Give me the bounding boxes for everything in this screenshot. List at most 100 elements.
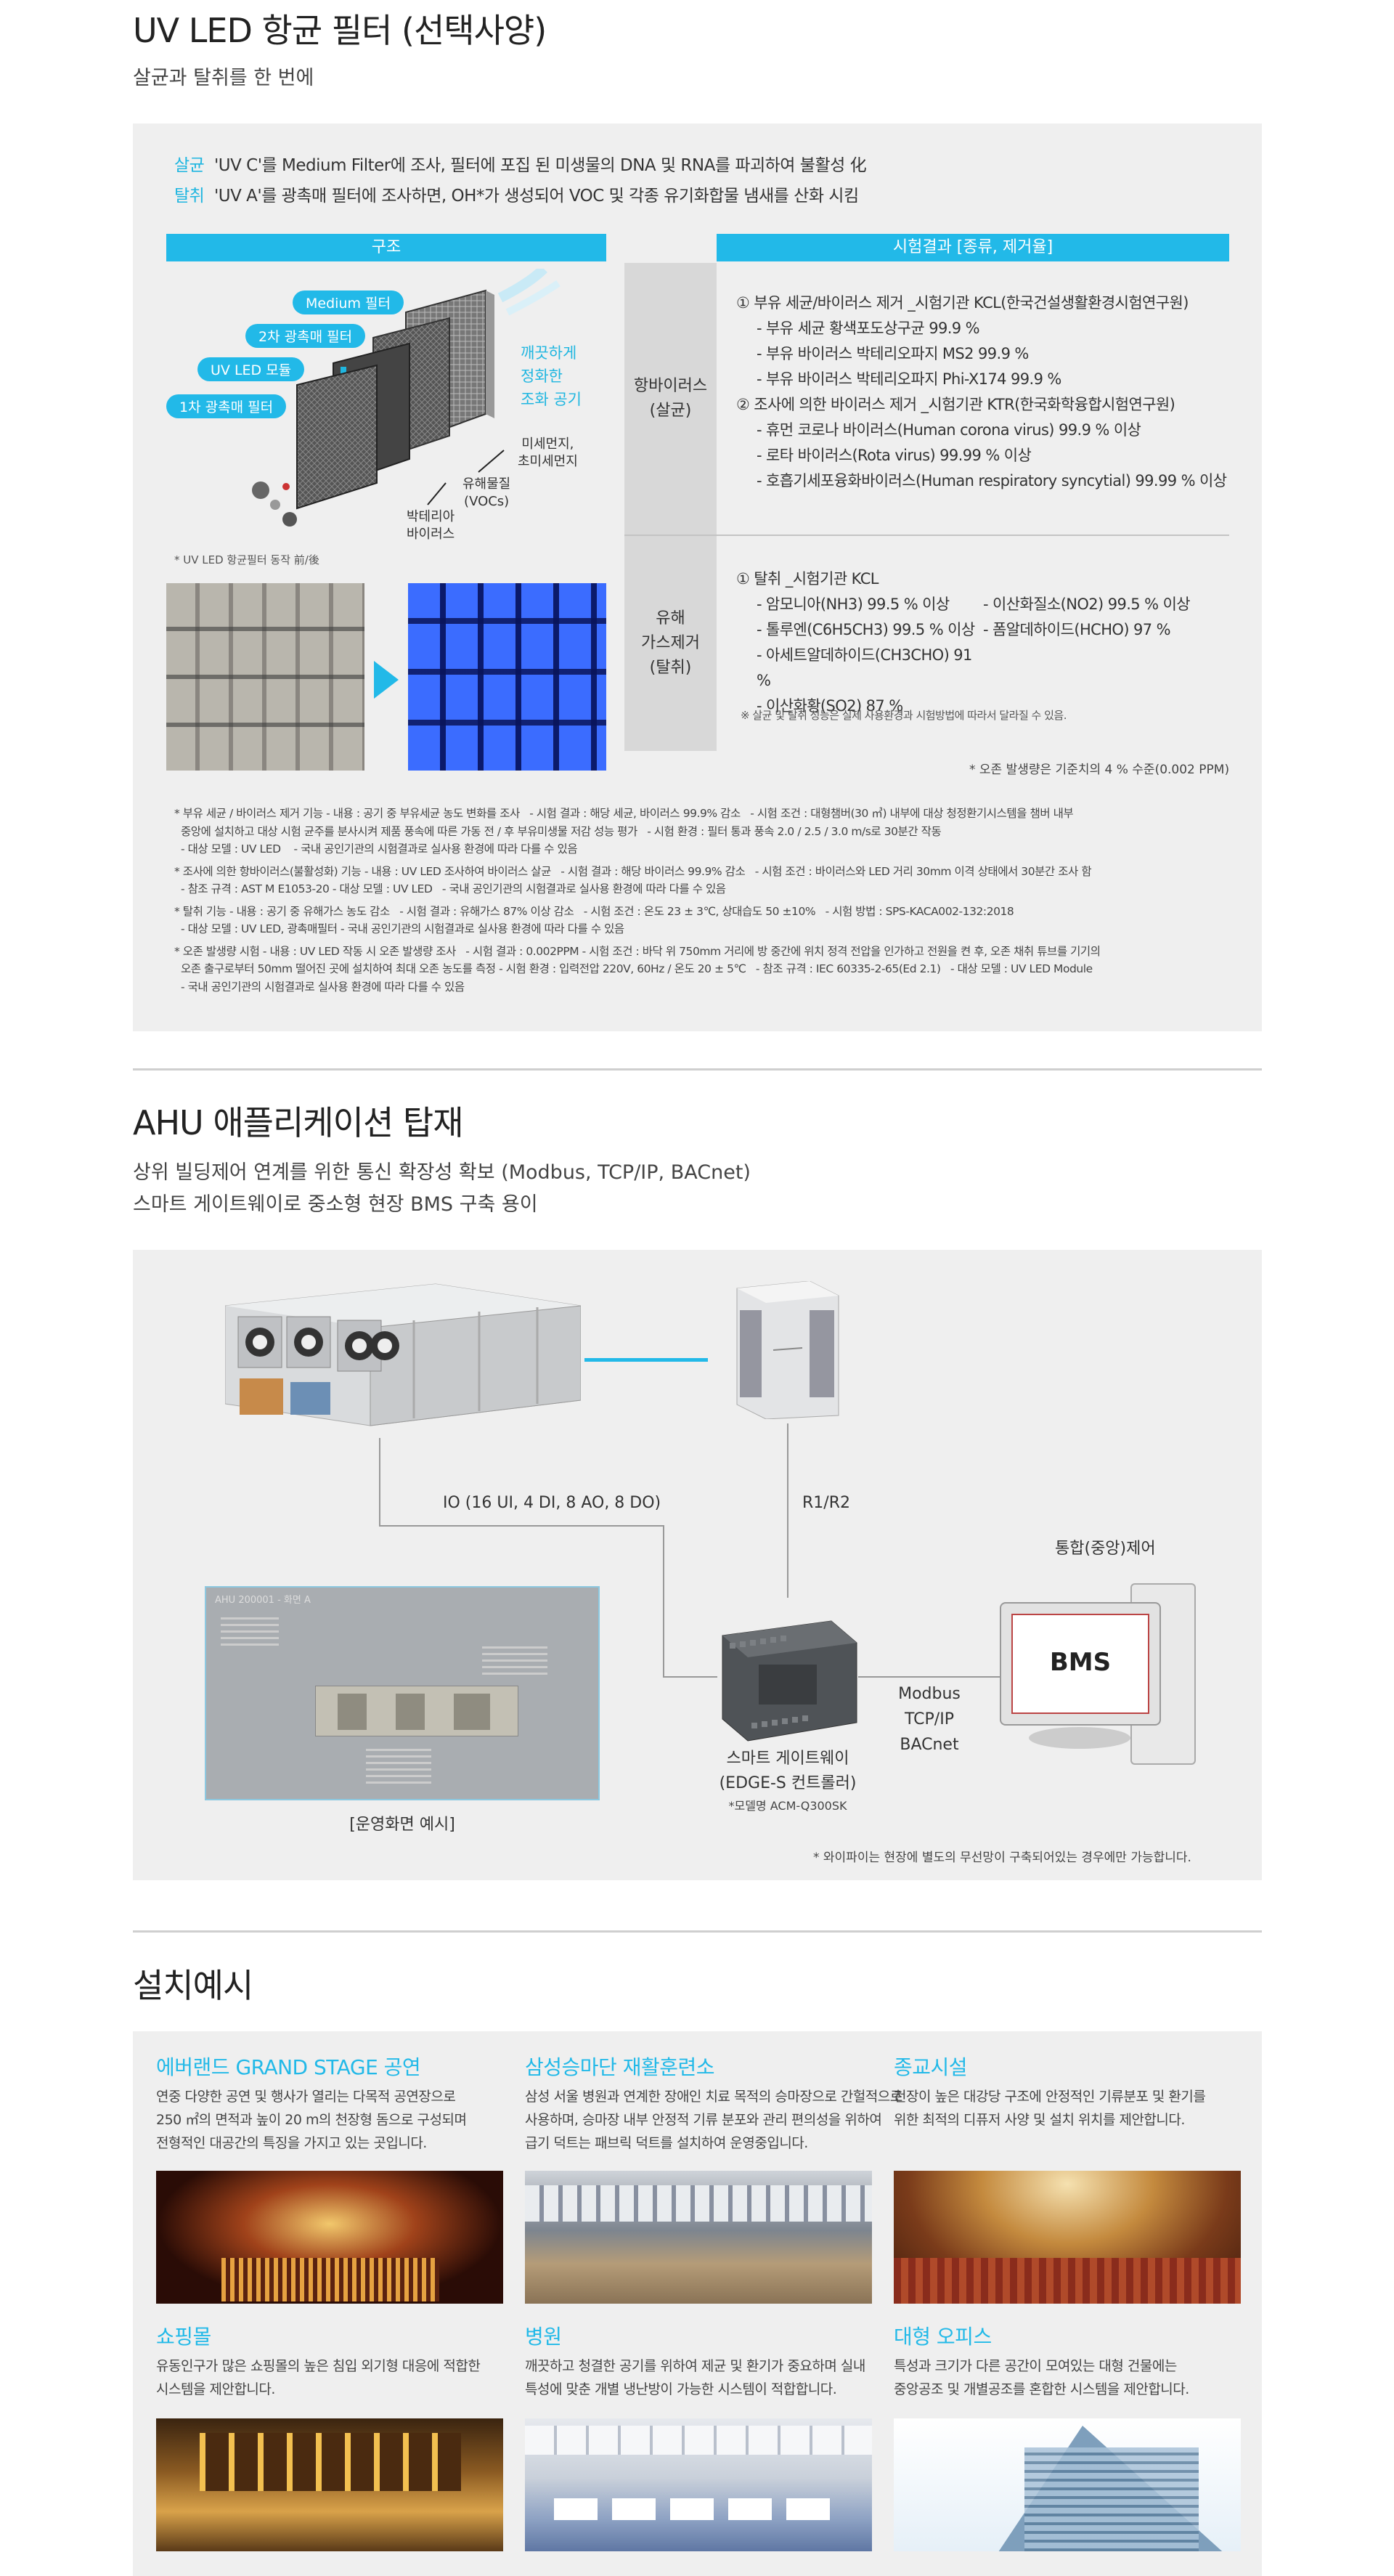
result-line: - 이산화황(SO2) 87 % xyxy=(757,697,903,715)
r-label: R1/R2 xyxy=(802,1494,850,1512)
result-line: - 호흡기세포융화바이러스(Human respiratory syncytia… xyxy=(757,472,1227,489)
install-photo-everland xyxy=(156,2171,503,2304)
result-line: - 톨루엔(C6H5CH3) 99.5 % 이상 xyxy=(757,621,975,638)
monitor-stand xyxy=(1029,1727,1130,1749)
io-line xyxy=(379,1525,664,1527)
install-text-office: 특성과 크기가 다른 공간이 모여있는 대형 건물에는 중앙공조 및 개별공조를… xyxy=(894,2358,1189,2397)
antivirus-row-label: 항바이러스 (살균) xyxy=(624,263,717,535)
deodorize-text: 'UV A'를 광촉매 필터에 조사하면, OH*가 생성되어 VOC 및 각종… xyxy=(213,187,859,206)
uv-led-module-label: UV LED 모듈 xyxy=(197,357,305,381)
install-text-shopping: 유동인구가 많은 쇼핑몰의 높은 침입 외기형 대응에 적합한 시스템을 제안합… xyxy=(156,2358,481,2397)
footnote-line: 오존 출구로부터 50mm 떨어진 곳에 설치하여 최대 오존 농도를 측정 -… xyxy=(174,962,1093,975)
footnote-line: * 탈취 기능 - 내용 : 공기 중 유해가스 농도 감소 - 시험 결과 :… xyxy=(174,904,1014,918)
voc-label: 유해물질 (VOCs) xyxy=(462,476,511,509)
io-line xyxy=(663,1676,717,1678)
install-photo-hospital xyxy=(525,2418,872,2551)
result-line: - 이산화질소(NO2) 99.5 % 이상 xyxy=(983,596,1191,613)
footnote-line: 중앙에 설치하고 대상 시험 균주를 분사시켜 제품 풍속에 따른 가동 전 /… xyxy=(174,824,942,838)
install-title-office: 대형 오피스 xyxy=(894,2325,992,2349)
deodorize-key: 탈취 xyxy=(174,187,205,206)
io-line xyxy=(379,1438,380,1525)
result-line: - 폼알데하이드(HCHO) 97 % xyxy=(983,621,1171,638)
footnote-line: - 대상 모델 : UV LED, 광촉매필터 - 국내 공인기관의 시험결과로… xyxy=(174,922,624,935)
filter-structure-diagram xyxy=(166,264,606,552)
uv-section-title: UV LED 항균 필터 (선택사양) xyxy=(133,11,547,50)
central-control-label: 통합(중앙)제어 xyxy=(1055,1540,1156,1558)
result-line: - 부유 바이러스 박테리오파지 MS2 99.9 % xyxy=(757,345,1029,362)
install-text-religious: 천장이 높은 대강당 구조에 안정적인 기류분포 및 환기를 위한 최적의 디퓨… xyxy=(894,2089,1206,2128)
section-divider xyxy=(133,1068,1262,1070)
footnote-line: * 부유 세균 / 바이러스 제거 기능 - 내용 : 공기 중 부유세균 농도… xyxy=(174,807,1074,820)
footnote-line: - 국내 공인기관의 시험결과로 실사용 환경에 따라 다를 수 있음 xyxy=(174,980,465,994)
second-photocatalyst-label: 2차 광촉매 필터 xyxy=(245,324,366,348)
sterilize-line: 살균 'UV C'를 Medium Filter에 조사, 필터에 포집 된 미… xyxy=(174,151,867,176)
gateway-model-label: *모델명 ACM-Q300SK xyxy=(728,1799,847,1813)
install-title-religious: 종교시설 xyxy=(894,2055,968,2079)
result-line: - 암모니아(NH3) 99.5 % 이상 xyxy=(757,596,950,613)
gateway-label: 스마트 게이트웨이 (EDGE-S 컨트롤러) xyxy=(719,1750,857,1792)
gateway-image xyxy=(715,1614,860,1744)
result-line: - 부유 바이러스 박테리오파지 Phi-X174 99.9 % xyxy=(757,370,1061,388)
photo-caption: * UV LED 항균필터 동작 前/後 xyxy=(174,553,319,566)
screen-title: AHU 200001 - 화면 A xyxy=(215,1595,311,1606)
outdoor-unit-image xyxy=(730,1280,846,1420)
bms-computer: BMS xyxy=(1000,1582,1210,1767)
screen-ahu-graphic xyxy=(315,1686,518,1736)
sterilize-key: 살균 xyxy=(174,156,205,175)
footnote-line: - 참조 규격 : AST M E1053-20 - 대상 모델 : UV LE… xyxy=(174,882,726,895)
ahu-unit-image xyxy=(224,1277,582,1437)
sterilize-text: 'UV C'를 Medium Filter에 조사, 필터에 포집 된 미생물의… xyxy=(213,156,867,175)
dust-label: 미세먼지, 초미세먼지 xyxy=(518,436,578,469)
result-line: - 로타 바이러스(Rota virus) 99.99 % 이상 xyxy=(757,447,1032,464)
ahu-subtitle-1: 상위 빌딩제어 연계를 위한 통신 확장성 확보 (Modbus, TCP/IP… xyxy=(133,1161,751,1184)
io-line xyxy=(663,1525,664,1678)
result-line: ② 조사에 의한 바이러스 제거 _시험기관 KTR(한국화학융합시험연구원) xyxy=(736,396,1175,413)
operation-screen-example: AHU 200001 - 화면 A xyxy=(205,1586,600,1800)
result-line: - 휴먼 코로나 바이러스(Human corona virus) 99.9 %… xyxy=(757,421,1141,439)
ahu-section-title: AHU 애플리케이션 탑재 xyxy=(133,1103,464,1142)
before-after-arrow-icon xyxy=(374,661,399,699)
result-line: ① 부유 세균/바이러스 제거 _시험기관 KCL(한국건설생활환경시험연구원) xyxy=(736,294,1189,312)
filter-stack-svg xyxy=(252,264,561,527)
uv-section-subtitle: 살균과 탈취를 한 번에 xyxy=(133,67,314,89)
install-text-samsung-horse: 삼성 서울 병원과 연계한 장애인 치료 목적의 승마장으로 간헐적으로 사용하… xyxy=(525,2089,902,2151)
r-line xyxy=(787,1423,788,1598)
install-text-everland: 연중 다양한 공연 및 행사가 열리는 다목적 공연장으로 250 ㎡의 면적과… xyxy=(156,2089,467,2151)
ahu-odu-connection-line xyxy=(584,1358,708,1362)
filter-after-photo xyxy=(408,583,606,771)
clean-air-label: 깨끗하게 정화한 조화 공기 xyxy=(521,344,582,408)
bacteria-label: 박테리아 바이러스 xyxy=(407,509,455,542)
install-text-hospital: 깨끗하고 청결한 공기를 위하여 제균 및 환기가 중요하며 실내 특성에 맞춘… xyxy=(525,2358,865,2397)
install-title-shopping: 쇼핑몰 xyxy=(156,2325,211,2349)
ahu-subtitle-2: 스마트 게이트웨이로 중소형 현장 BMS 구축 용이 xyxy=(133,1193,538,1216)
structure-header: 구조 xyxy=(166,234,606,261)
install-title-hospital: 병원 xyxy=(525,2325,562,2349)
install-title-everland: 에버랜드 GRAND STAGE 공연 xyxy=(156,2055,421,2079)
ozone-note: * 오존 발생량은 기준치의 4 % 수준(0.002 PPM) xyxy=(969,763,1230,777)
install-photo-samsung-horse xyxy=(525,2171,872,2304)
results-header: 시험결과 [종류, 제거율] xyxy=(717,234,1229,261)
deodorize-line: 탈취 'UV A'를 광촉매 필터에 조사하면, OH*가 생성되어 VOC 및… xyxy=(174,182,859,206)
wifi-note: * 와이파이는 현장에 별도의 무선망이 구축되어있는 경우에만 가능합니다. xyxy=(813,1850,1191,1865)
footnote-line: - 대상 모델 : UV LED - 국내 공인기관의 시험결과로 실사용 환경… xyxy=(174,842,578,856)
bms-line xyxy=(858,1676,1003,1678)
result-line: - 아세트알데하이드(CH3CHO) 91 % xyxy=(757,646,972,689)
filter-before-photo xyxy=(166,583,364,771)
ahu-unit-svg xyxy=(224,1283,582,1426)
footnotes: * 부유 세균 / 바이러스 제거 기능 - 내용 : 공기 중 부유세균 농도… xyxy=(174,805,1249,996)
gateway-svg xyxy=(722,1620,857,1742)
gas-removal-results: ① 탈취 _시험기관 KCL - 암모니아(NH3) 99.5 % 이상 - 톨… xyxy=(736,566,1230,719)
monitor-screen: BMS xyxy=(1011,1614,1149,1714)
bms-screen-label: BMS xyxy=(1049,1648,1112,1677)
install-photo-shopping xyxy=(156,2418,503,2551)
operation-screen-label: [운영화면 예시] xyxy=(349,1816,455,1834)
footnote-line: * 조사에 의한 항바이러스(불활성화) 기능 - 내용 : UV LED 조사… xyxy=(174,864,1092,878)
medium-filter-label: Medium 필터 xyxy=(293,290,404,314)
protocols-label: Modbus TCP/IP BACnet xyxy=(898,1685,961,1754)
result-line: - 부유 세균 황색포도상구균 99.9 % xyxy=(757,320,980,337)
result-line: ① 탈취 _시험기관 KCL xyxy=(736,570,879,588)
install-photo-religious xyxy=(894,2171,1241,2304)
gas-removal-row-label: 유해 가스제거 (탈취) xyxy=(624,536,717,751)
section-divider-2 xyxy=(133,1930,1262,1933)
results-note: ※ 살균 및 탈취 성능은 실제 사용환경과 시험방법에 따라서 달라질 수 있… xyxy=(741,709,1067,722)
